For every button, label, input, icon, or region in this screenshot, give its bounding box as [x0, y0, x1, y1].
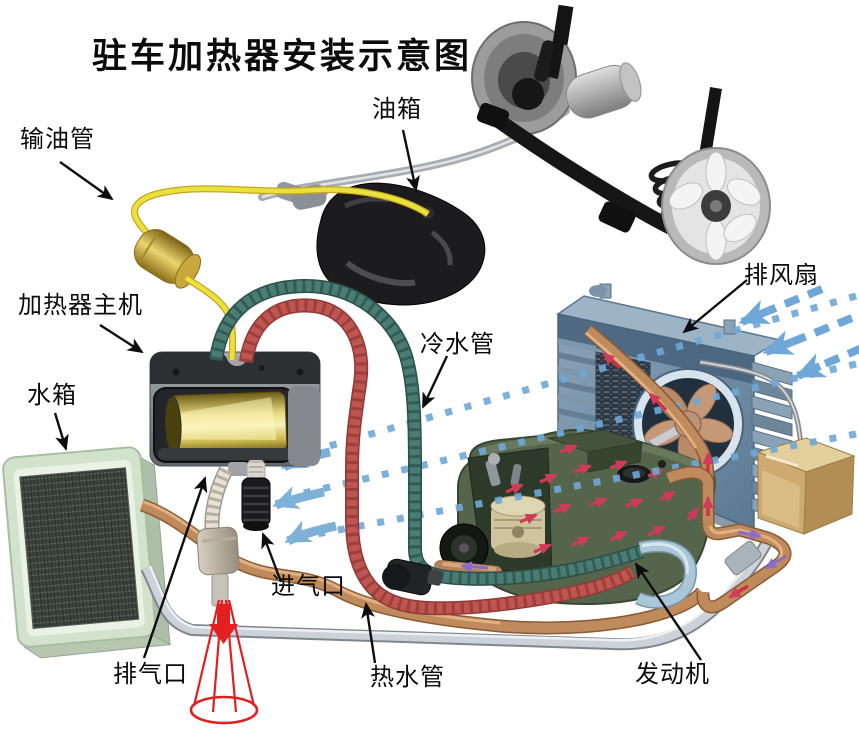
label-water-tank: 水箱 — [27, 383, 77, 409]
hot-water-pipe — [239, 298, 636, 616]
leader-cold-water-pipe — [421, 355, 449, 409]
label-heater-main-unit: 加热器主机 — [18, 293, 143, 319]
label-leader-arrows — [53, 129, 748, 664]
copper-coolant-loops — [583, 325, 792, 614]
leader-exhaust-fan — [682, 279, 748, 334]
label-cold-water-pipe: 冷水管 — [420, 332, 495, 358]
air-intake-filter — [241, 461, 271, 531]
label-fuel-delivery-pipe: 输油管 — [20, 127, 95, 153]
label-fuel-tank: 油箱 — [372, 97, 422, 123]
diagram-title: 驻车加热器安装示意图 — [92, 37, 473, 76]
leader-hot-water-pipe — [361, 602, 377, 664]
pipe-connector — [382, 558, 443, 596]
rear-axle-assembly — [258, 4, 771, 265]
leader-fuel-delivery-pipe — [59, 161, 114, 201]
fuel-filter — [133, 229, 202, 289]
engine-bypass-pipe — [635, 539, 698, 609]
label-engine: 发动机 — [635, 662, 710, 688]
heater-burner-cylinder — [164, 391, 288, 456]
label-air-inlet: 进气口 — [271, 574, 346, 600]
piston-cutaway — [485, 453, 546, 558]
engine-flow-arrows — [505, 444, 700, 555]
exhaust-pipe-stack — [204, 466, 233, 530]
exhaust-flow-cone — [189, 599, 259, 725]
leader-exhaust-outlet — [142, 476, 208, 659]
cold-water-pipe — [209, 278, 645, 596]
heater-main-unit — [149, 351, 321, 725]
radiator — [2, 446, 172, 659]
engine — [434, 428, 716, 606]
airflow-fan-arrows — [738, 285, 859, 380]
leader-air-inlet — [261, 532, 283, 583]
label-hot-water-pipe: 热水管 — [370, 665, 445, 691]
fuel-line — [131, 185, 430, 361]
leader-engine — [634, 562, 702, 661]
label-exhaust-outlet: 排气口 — [113, 662, 188, 688]
leader-water-tank — [53, 412, 69, 451]
leader-fuel-tank — [401, 129, 420, 192]
exhaust-muffler — [196, 526, 240, 576]
label-exhaust-fan: 排风扇 — [744, 263, 819, 289]
expansion-tank — [699, 359, 856, 535]
muffler-cylinder — [565, 62, 642, 119]
fuel-tank — [291, 182, 486, 306]
airflow-dotted-lines — [299, 292, 857, 540]
leader-heater-main-unit — [99, 323, 144, 354]
